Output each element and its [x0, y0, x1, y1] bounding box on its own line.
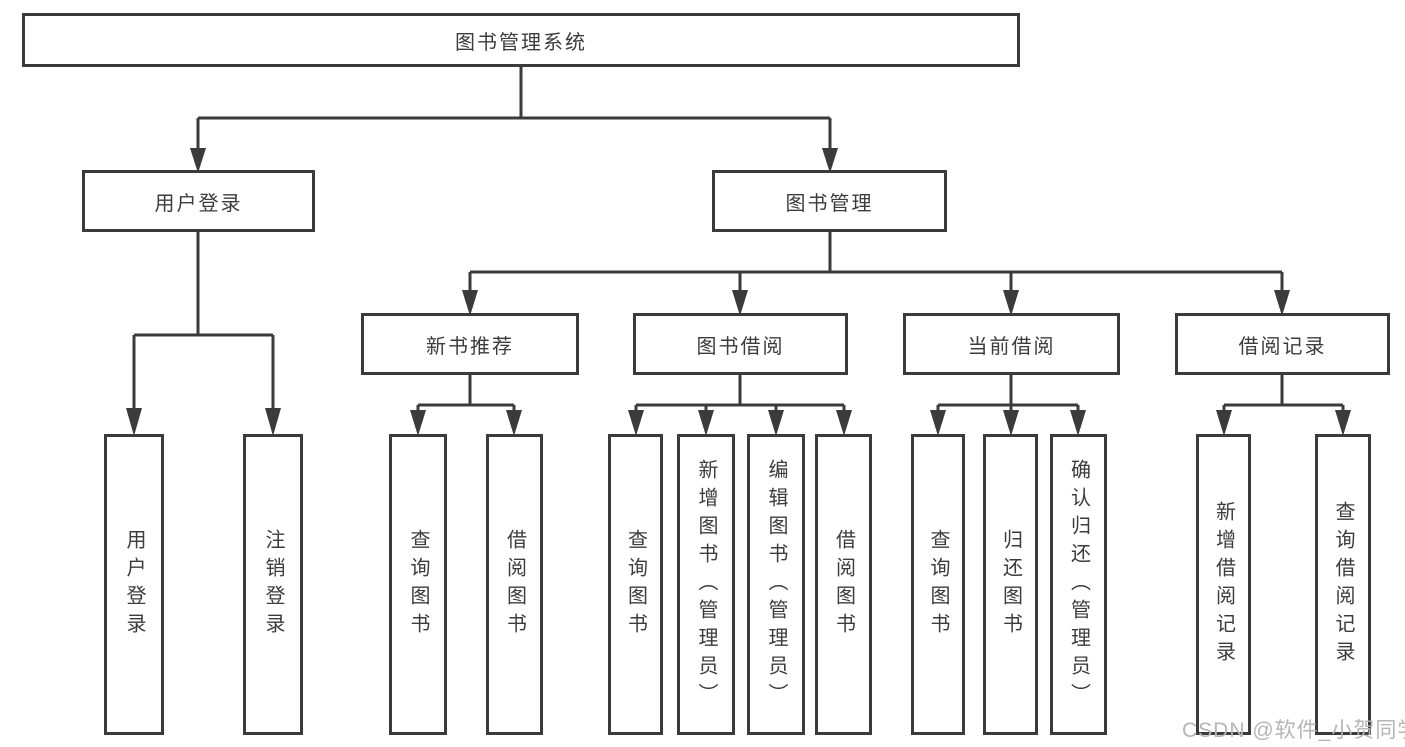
- leaf-query-books-current: 查询图书: [911, 434, 965, 735]
- leaf-add-books-admin: 新增图书（管理员）: [677, 434, 735, 735]
- leaf-query-books-borrowing: 查询图书: [608, 434, 663, 735]
- leaf-return-books: 归还图书: [983, 434, 1038, 735]
- leaf-add-borrow-record: 新增借阅记录: [1196, 434, 1251, 735]
- csdn-watermark: CSDN @软件_小贺同学: [1182, 719, 1405, 742]
- node-system-root: 图书管理系统: [22, 13, 1020, 67]
- leaf-confirm-return-admin: 确认归还（管理员）: [1050, 434, 1107, 735]
- leaf-query-borrow-record: 查询借阅记录: [1315, 434, 1371, 735]
- leaf-logout: 注销登录: [243, 434, 303, 735]
- leaf-borrow-books: 借阅图书: [815, 434, 872, 735]
- node-book-borrowing: 图书借阅: [633, 313, 848, 375]
- node-new-book-recommend: 新书推荐: [361, 313, 579, 375]
- leaf-borrow-books-recommend: 借阅图书: [486, 434, 543, 735]
- leaf-edit-books-admin: 编辑图书（管理员）: [747, 434, 805, 735]
- node-user-login-module: 用户登录: [82, 170, 315, 232]
- node-book-management-module: 图书管理: [712, 170, 947, 232]
- node-borrowing-records: 借阅记录: [1175, 313, 1390, 375]
- node-current-borrowing: 当前借阅: [903, 313, 1120, 375]
- leaf-query-books-recommend: 查询图书: [389, 434, 447, 735]
- leaf-user-login: 用户登录: [104, 434, 164, 735]
